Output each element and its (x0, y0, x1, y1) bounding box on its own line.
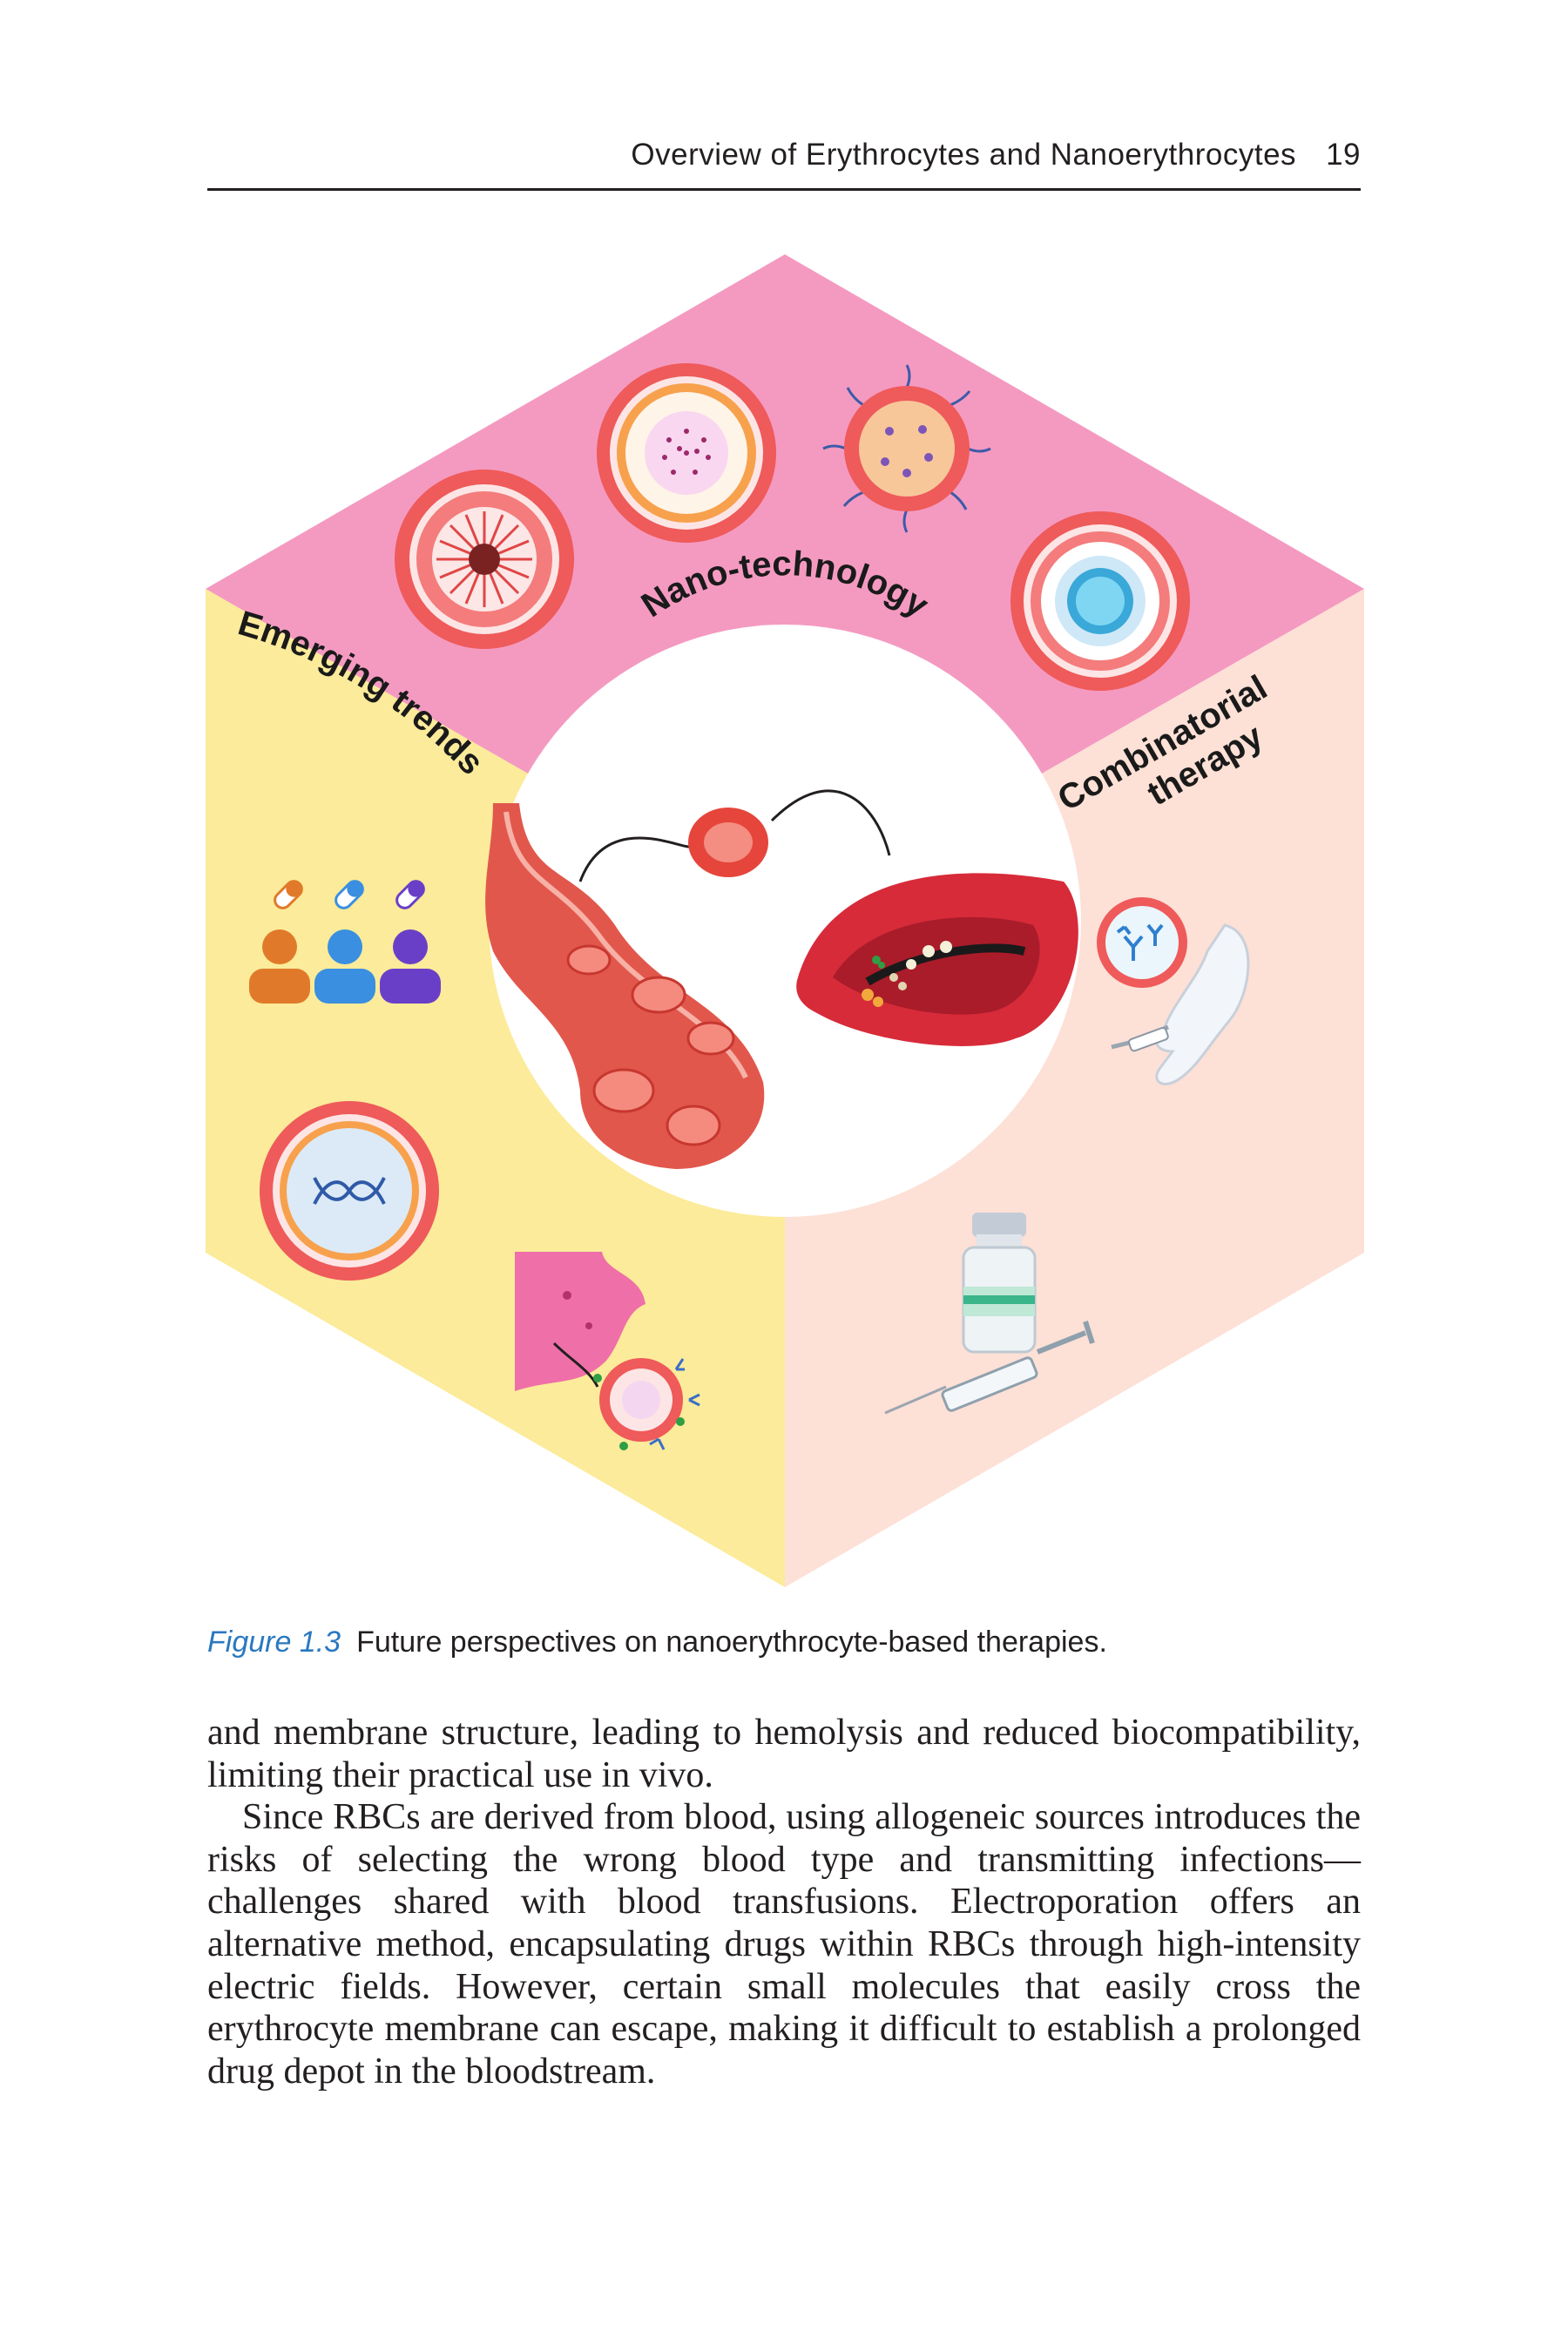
capsule-icon (274, 880, 425, 909)
drug-loaded-rbc-icon (796, 873, 1078, 1046)
dna-liposome-icon (260, 1101, 439, 1281)
syringe-icon (884, 1321, 1095, 1415)
red-blood-cell-icon (688, 808, 768, 877)
top-panel (206, 254, 1364, 921)
header-rule (207, 188, 1361, 191)
polymer-micelle-icon (822, 364, 991, 533)
cell-targeting-icon (515, 1252, 700, 1450)
arrow-vessel-to-rbc (578, 836, 690, 882)
blood-vessel-icon (485, 803, 765, 1169)
figure-caption: Figure 1.3 Future perspectives on nanoery… (207, 1625, 1107, 1659)
antibody-icon (1097, 897, 1187, 988)
figure-caption-text: Future perspectives on nanoerythrocyte-b… (356, 1625, 1107, 1659)
arrow-rbc-to-carrier (770, 789, 891, 856)
page-number: 19 (1326, 138, 1361, 172)
running-title: Overview of Erythrocytes and Nanoerythro… (631, 138, 1297, 172)
core-shell-nanoparticle-icon (1010, 511, 1190, 691)
patient-group-icon (249, 929, 441, 1004)
paragraph-1: and membrane structure, leading to hemol… (207, 1713, 1361, 1795)
body-text: and membrane structure, leading to hemol… (207, 1712, 1361, 2092)
figure-hexagon: Nano-technology Emerging trends Combinat… (206, 254, 1364, 1587)
nanoparticle-icon (597, 363, 776, 543)
hand-syringe-icon (1111, 923, 1250, 1085)
paragraph-2: Since RBCs are derived from blood, using… (207, 1797, 1361, 2092)
figure-label: Figure 1.3 (207, 1625, 341, 1659)
liposome-icon (395, 470, 574, 649)
running-head: Overview of Erythrocytes and Nanoerythro… (0, 138, 1361, 172)
vial-icon (962, 1213, 1037, 1354)
